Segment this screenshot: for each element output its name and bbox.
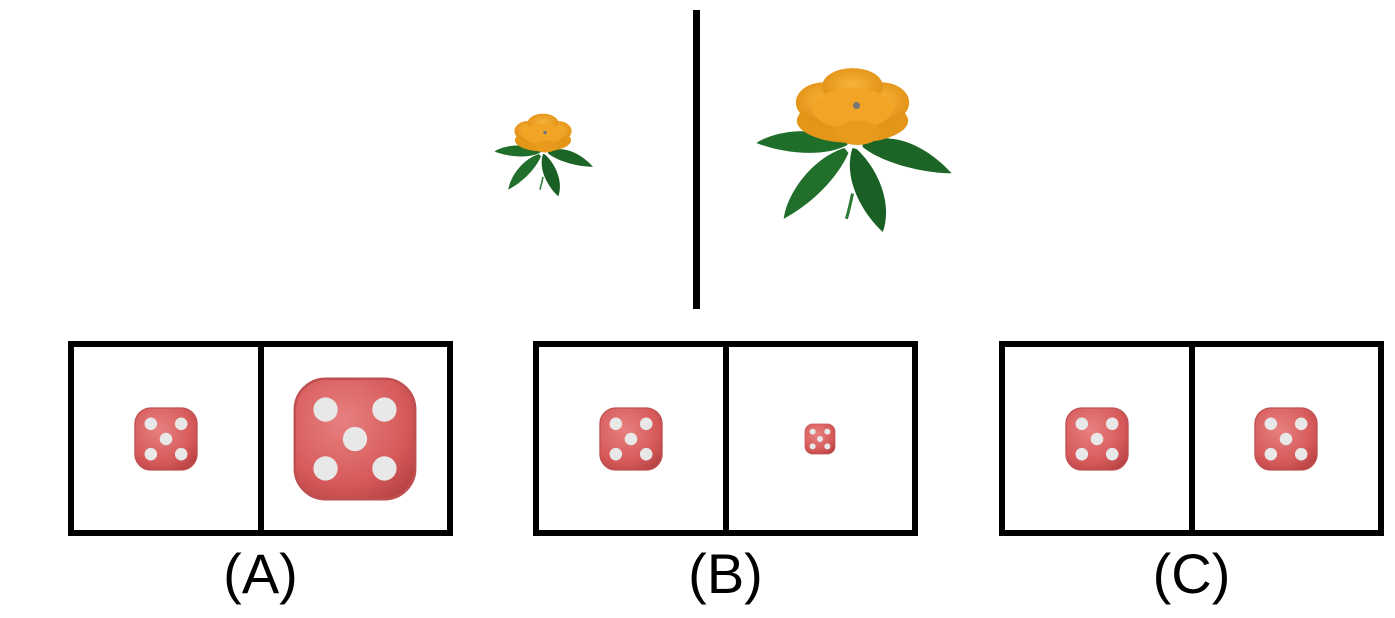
dice-icon	[598, 406, 664, 472]
option-b-left-cell	[539, 347, 723, 530]
option-c-right-cell	[1188, 347, 1379, 530]
reference-large-flower-image	[750, 62, 955, 234]
dice-icon	[1253, 406, 1319, 472]
option-a-label: (A)	[223, 542, 298, 605]
option-c-left-cell	[1005, 347, 1189, 530]
reference-small-flower-image	[492, 110, 594, 198]
reference-divider	[693, 10, 700, 309]
option-a-right-cell	[257, 347, 448, 530]
option-b-label: (B)	[688, 542, 763, 605]
option-b-right-cell	[722, 347, 913, 530]
option-c-label: (C)	[1152, 542, 1231, 605]
dice-icon	[1064, 406, 1130, 472]
option-a-left-cell	[74, 347, 258, 530]
dice-icon	[291, 375, 419, 503]
dice-icon	[804, 423, 836, 455]
option-a-panel[interactable]	[68, 341, 453, 536]
option-c-panel[interactable]	[999, 341, 1384, 536]
dice-icon	[133, 406, 199, 472]
option-b-panel[interactable]	[533, 341, 918, 536]
